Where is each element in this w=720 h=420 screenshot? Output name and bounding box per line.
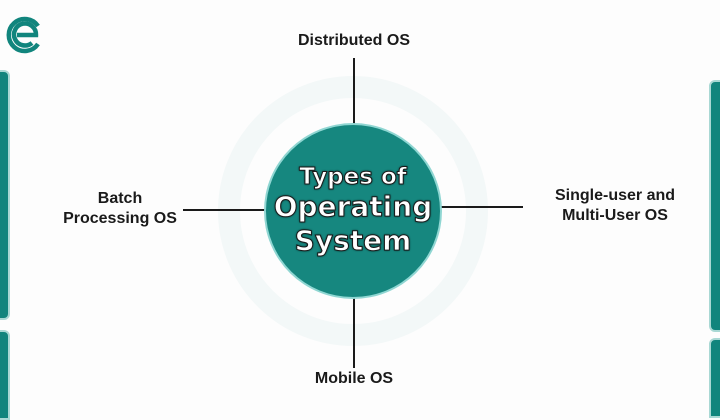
connector-bottom [353,298,355,368]
node-distributed-os: Distributed OS [297,32,410,49]
node-mobile-os: Mobile OS [314,370,394,387]
right-decor-strip [709,80,720,332]
connector-right [441,206,523,208]
connector-left [183,209,265,211]
node-single-multi-line2: Multi-User OS [562,207,668,224]
center-title-line2: Operating [273,190,433,224]
node-single-multi-line1: Single-user and [554,187,676,204]
connector-top [353,58,355,124]
center-title-line3: System [294,224,412,258]
center-node: Types of Operating System [264,123,442,299]
node-single-multi-user-os: Single-user and Multi-User OS [535,186,695,226]
center-title-line1: Types of [299,164,408,191]
node-batch-line1: Batch [97,190,143,207]
right-decor-strip [709,338,720,418]
node-batch-processing-os: Batch Processing OS [40,189,200,229]
logo-e-icon [4,14,46,61]
left-decor-strip [0,330,10,420]
node-batch-line2: Processing OS [63,210,177,227]
left-decor-strip [0,70,10,320]
